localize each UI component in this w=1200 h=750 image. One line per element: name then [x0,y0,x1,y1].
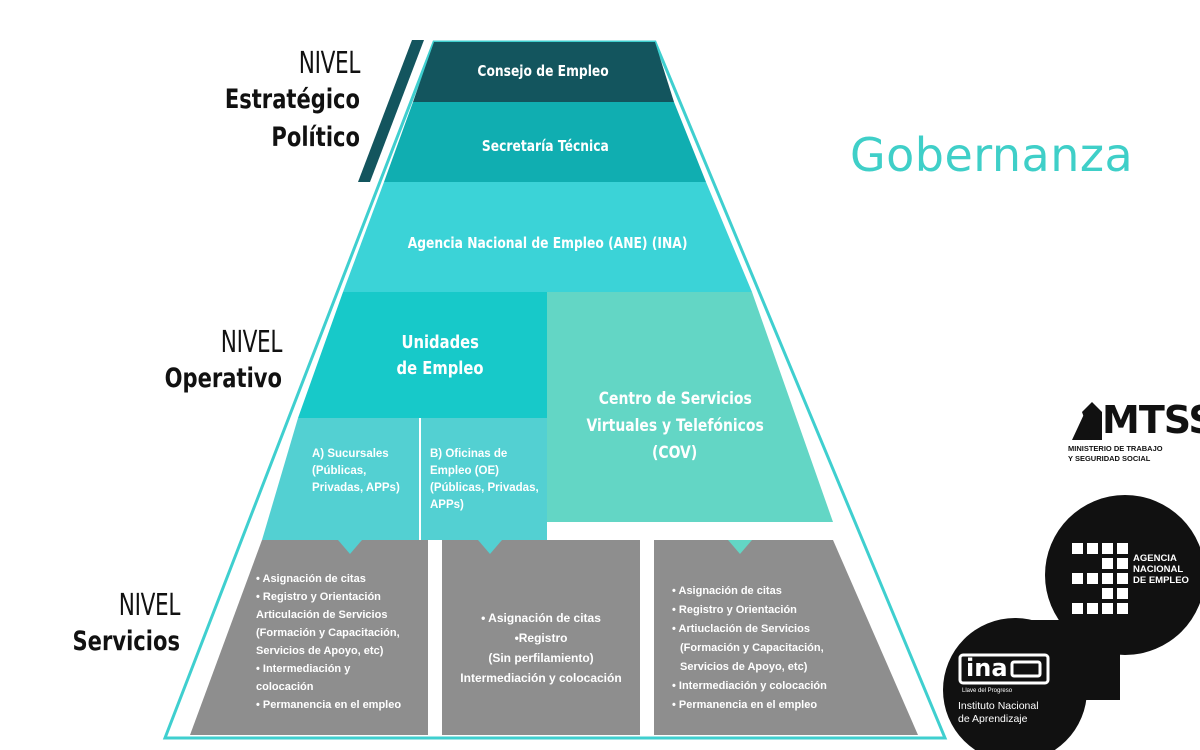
level-strategic-label: NIVEL Estratégico Político [150,46,361,157]
agencia-label: Agencia Nacional de Empleo (ANE) (INA) [407,234,688,252]
logo-connector [1010,620,1120,700]
level-operative-nivel: NIVEL [220,325,283,360]
level-services-line1: Servicios [72,626,180,657]
consejo-label: Consejo de Empleo [477,62,610,80]
sucursales-label: A) Sucursales (Públicas, Privadas, APPs) [312,446,417,497]
sucursales-line: Privadas, APPs) [312,482,400,494]
sucursales-line: A) Sucursales [312,448,389,460]
service-box-right [654,540,918,735]
oficinas-label: B) Oficinas de Empleo (OE) (Públicas, Pr… [430,446,545,514]
mtss-logo: MTSS MINISTERIO DE TRABAJO Y SEGURIDAD S… [1068,398,1200,464]
service-item: • Intermediación y colocación [672,680,827,692]
oficinas-line: APPs) [430,499,464,511]
service-box-middle [442,540,640,735]
ane-logo-text: AGENCIA NACIONAL DE EMPLEO [1133,553,1189,586]
secretaria-label: Secretaría Técnica [481,137,609,155]
mtss-sub1: MINISTERIO DE TRABAJO [1068,444,1163,453]
level-strategic-line2: Político [271,122,360,153]
tier-consejo [413,42,674,102]
service-item: • Intermediación y [256,663,351,675]
level-strategic-nivel: NIVEL [298,46,361,81]
arrow-middle-box [478,540,502,554]
centro-line3: (COV) [652,443,698,463]
ina-tagline: Llave del Progreso [962,688,1013,694]
unidades-label: Unidades de Empleo [340,330,540,382]
ina-line1: Instituto Nacional [958,700,1039,712]
service-item: • Registro y Orientación [256,591,381,603]
service-item: • Permanencia en el empleo [672,699,818,711]
ane-line3: DE EMPLEO [1133,575,1189,586]
ina-key-icon [958,653,1050,685]
service-item: (Formación y Capacitación, [680,642,824,654]
arrow-right-box [728,540,752,554]
tier-unidades [298,292,547,418]
ina-line2: de Aprendizaje [958,713,1028,725]
unidades-line2: de Empleo [396,358,484,379]
services-middle-list: • Asignación de citas •Registro (Sin per… [442,608,640,688]
ane-grid-icon [1072,543,1128,614]
pyramid-side-stripe [358,40,424,182]
tier-sucursales-oficinas [262,418,547,540]
service-item: (Formación y Capacitación, [256,627,400,639]
service-item: • Artiuclación de Servicios [672,623,810,635]
service-item: • Asignación de citas [672,585,782,597]
arrow-left-box [338,540,362,554]
level-strategic-line1: Estratégico [224,84,360,115]
ane-line2: NACIONAL [1133,564,1184,575]
centro-line1: Centro de Servicios [598,389,752,409]
page-title: Gobernanza [850,128,1134,182]
service-item: • Asignación de citas [481,611,601,625]
mtss-name: MTSS [1102,398,1200,442]
mtss-sub2: Y SEGURIDAD SOCIAL [1068,454,1151,463]
service-item: Servicios de Apoyo, etc) [256,645,384,657]
level-services-nivel: NIVEL [118,588,181,623]
mtss-logo-mark [1072,402,1102,440]
ina-logo-text: Instituto Nacional de Aprendizaje [958,700,1039,726]
oficinas-line: Empleo (OE) [430,465,500,477]
service-item: Articulación de Servicios [256,609,388,621]
level-operative-line1: Operativo [164,363,282,394]
service-item: •Registro [514,631,568,645]
tier-agencia [343,182,752,292]
centro-label: Centro de Servicios Virtuales y Telefóni… [547,386,803,467]
service-item: colocación [256,681,314,693]
service-item: • Permanencia en el empleo [256,699,402,711]
service-item: Intermediación y colocación [460,671,622,685]
tier-centro [547,292,833,522]
service-item: (Sin perfilamiento) [488,651,594,665]
level-services-label: NIVEL Servicios [40,588,181,661]
services-right-list: • Asignación de citas • Registro y Orien… [672,582,872,715]
ane-line1: AGENCIA [1133,553,1177,564]
oficinas-line: B) Oficinas de [430,448,508,460]
unidades-line1: Unidades [401,332,479,353]
tier-secretaria [384,102,706,182]
services-left-list: • Asignación de citas • Registro y Orien… [256,570,426,714]
centro-line2: Virtuales y Telefónicos [586,416,764,436]
oficinas-line: (Públicas, Privadas, [430,482,539,494]
service-item: • Asignación de citas [256,573,366,585]
service-box-left [190,540,428,735]
service-item: • Registro y Orientación [672,604,797,616]
sucursales-line: (Públicas, [312,465,367,477]
service-item: Servicios de Apoyo, etc) [680,661,808,673]
level-operative-label: NIVEL Operativo [60,325,283,398]
ina-logo-name: ina [966,654,1008,682]
